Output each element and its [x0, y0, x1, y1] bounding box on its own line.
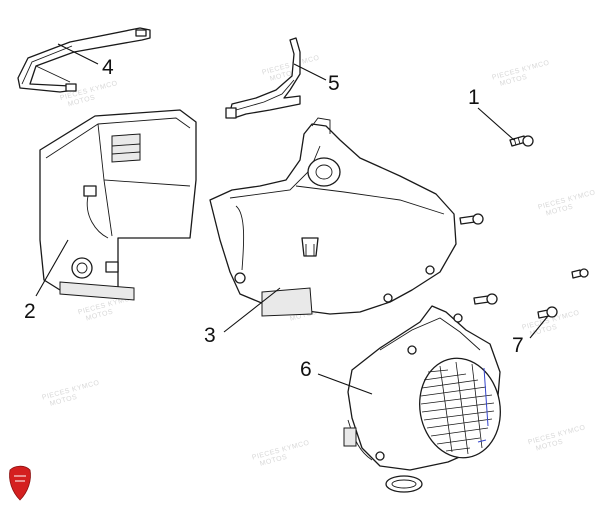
fan-grille	[420, 361, 495, 455]
callout-4: 4	[102, 56, 114, 79]
callout-6: 6	[300, 358, 312, 381]
bolt-7	[537, 306, 558, 319]
callouts: 1 2 3 4 5 6 7	[24, 56, 524, 381]
part-6-fan-shroud	[343, 305, 501, 493]
bolts	[459, 135, 589, 319]
callout-7: 7	[512, 334, 524, 357]
part-3-center-cover	[209, 117, 457, 317]
bolt-right	[571, 268, 589, 279]
bolt-1	[509, 135, 534, 147]
brand-shield-logo	[9, 465, 31, 501]
part-5-bracket	[225, 37, 301, 119]
part-2-left-cover	[39, 109, 197, 301]
callout-3: 3	[204, 324, 216, 347]
callout-1: 1	[468, 86, 480, 109]
callout-5: 5	[328, 72, 340, 95]
part-4-bracket	[17, 27, 151, 93]
bolt-lower	[473, 293, 498, 305]
leader-lines	[35, 43, 549, 395]
callout-2: 2	[24, 300, 36, 323]
bolt-mid	[459, 213, 484, 225]
